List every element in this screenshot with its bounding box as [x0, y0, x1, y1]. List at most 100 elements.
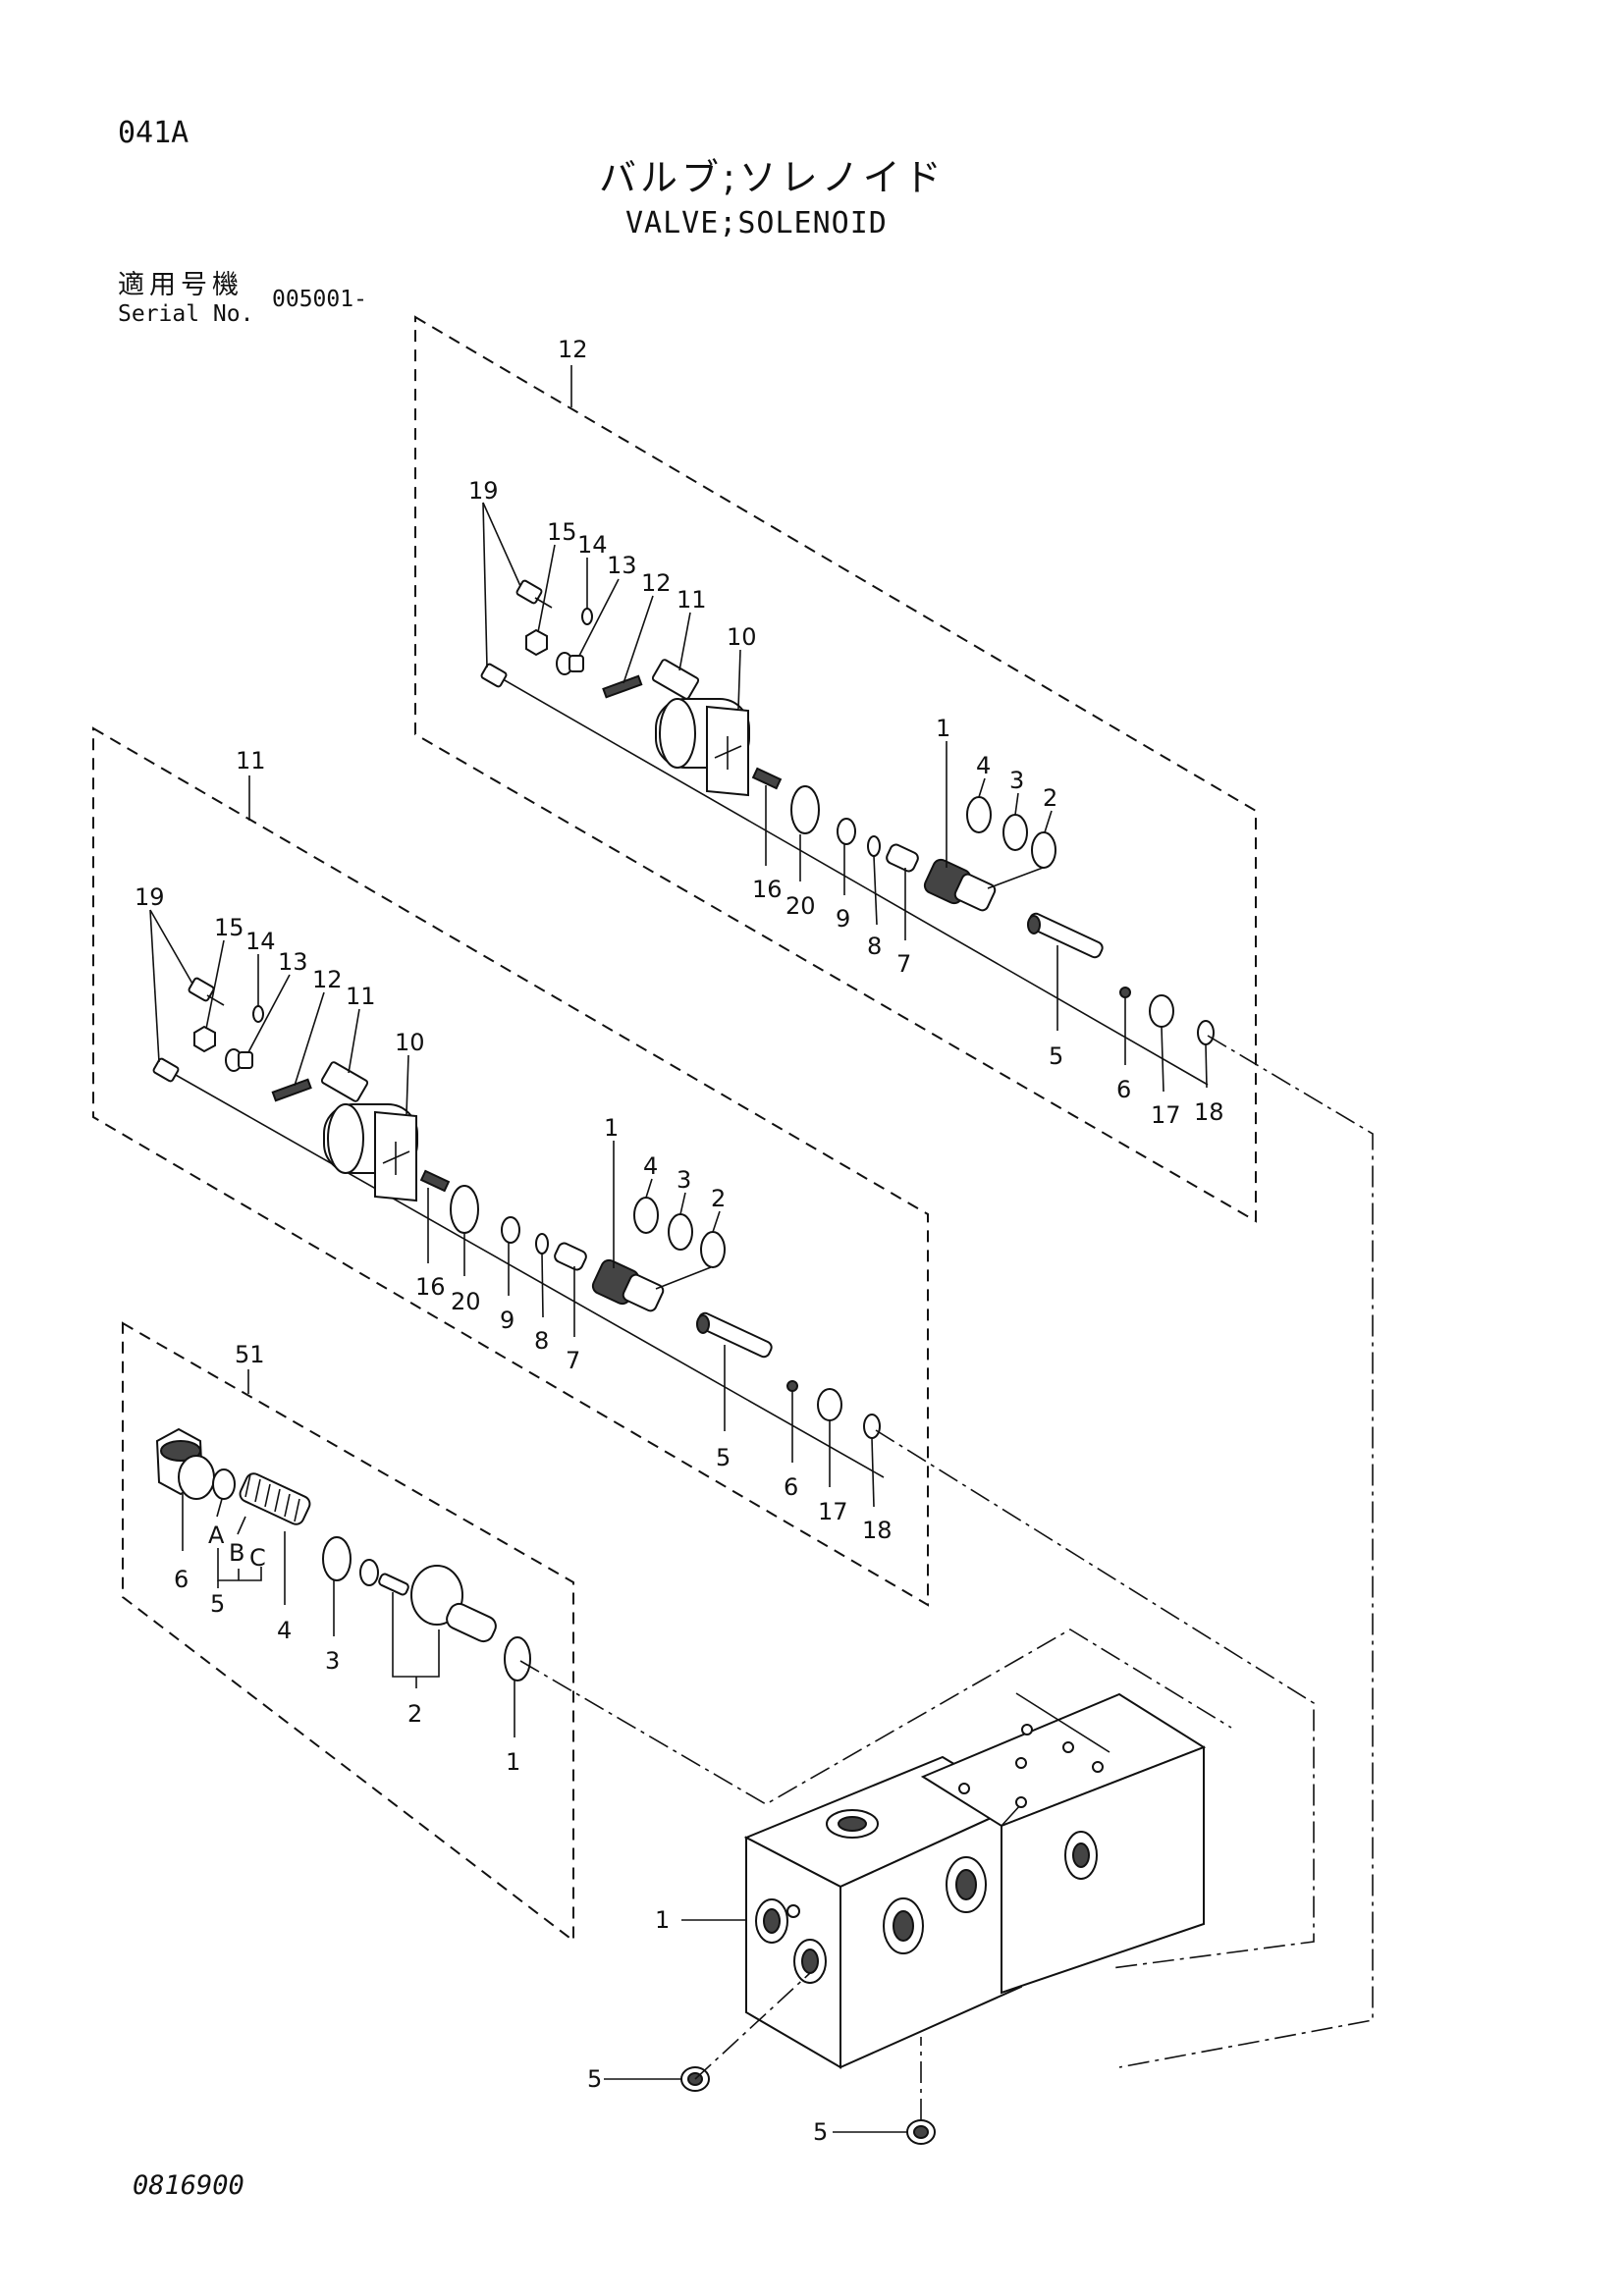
spool-5 [1027, 912, 1104, 959]
oring-2 [1031, 831, 1056, 869]
snap-ring-18 [1197, 1020, 1215, 1045]
body-label-5-left: 5 [587, 2065, 602, 2093]
group-12-boundary [414, 315, 1257, 1223]
label-6: 6 [174, 1566, 189, 1593]
group-51-number: 51 [235, 1341, 265, 1368]
valve-body: 1 5 5 [587, 1692, 1207, 2146]
washer-9 [501, 1216, 520, 1244]
label-7: 7 [566, 1347, 580, 1374]
label-4: 4 [976, 752, 991, 779]
label-c: C [249, 1544, 266, 1572]
leader-19-a [482, 502, 521, 587]
label-18: 18 [862, 1517, 893, 1544]
label-14: 14 [245, 928, 276, 955]
ring-8 [867, 835, 881, 857]
label-10: 10 [727, 623, 757, 651]
page-code: 041A [118, 116, 189, 150]
sleeve-1 [591, 1258, 665, 1312]
washer-a [212, 1468, 236, 1500]
label-16: 16 [752, 876, 783, 903]
group-12-number: 12 [558, 336, 588, 363]
spring-16 [751, 767, 783, 790]
label-a: A [208, 1522, 225, 1549]
assembly-group-12: 12 19 15 14 13 12 [414, 315, 1257, 1223]
label-4: 4 [277, 1617, 292, 1644]
body-label-1: 1 [655, 1906, 670, 1934]
label-11: 11 [677, 586, 707, 614]
block-side-right [1001, 1745, 1205, 1995]
label-12: 12 [312, 966, 343, 993]
ball-6 [786, 1380, 798, 1392]
spool-5 [696, 1311, 773, 1359]
connect-plug-left [694, 1972, 811, 2080]
serial-label-japanese: 適用号機 [118, 270, 244, 300]
knob-13 [556, 652, 584, 675]
label-18: 18 [1194, 1098, 1224, 1126]
label-17: 17 [1151, 1101, 1181, 1129]
label-13: 13 [278, 948, 308, 976]
label-19: 19 [135, 883, 165, 911]
label-15: 15 [547, 518, 577, 546]
leader-19-b [482, 502, 488, 668]
oring-3 [668, 1213, 693, 1251]
plug-5-bottom [906, 2119, 936, 2145]
plug-6 [155, 1427, 215, 1500]
label-6: 6 [784, 1473, 798, 1501]
bolt-19-b [480, 663, 508, 688]
group-11-axis [166, 1069, 885, 1478]
label-19: 19 [468, 477, 499, 505]
serial-label-english: Serial No. [118, 301, 254, 327]
label-3: 3 [325, 1647, 340, 1675]
nut-15 [193, 1025, 216, 1053]
label-10: 10 [395, 1029, 425, 1056]
title-english: VALVE;SOLENOID [625, 206, 888, 240]
label-16: 16 [415, 1273, 446, 1301]
ball-6 [1119, 987, 1131, 998]
label-9: 9 [500, 1307, 514, 1334]
spring-b-coils [244, 1473, 300, 1522]
oring-4 [633, 1197, 659, 1234]
label-17: 17 [818, 1498, 848, 1525]
label-2: 2 [407, 1700, 422, 1728]
washer-17 [817, 1388, 842, 1421]
oring-1 [504, 1636, 531, 1682]
serial-number-value: 005001- [272, 287, 367, 312]
label-14: 14 [577, 531, 608, 559]
spring-7 [554, 1242, 587, 1271]
solenoid-coil-10 [323, 1103, 418, 1202]
oring-2 [700, 1231, 726, 1268]
label-7: 7 [896, 950, 911, 978]
group-12-axis [490, 671, 1209, 1086]
bolt-19-a [188, 977, 225, 1006]
ring-8 [535, 1233, 549, 1255]
label-1: 1 [604, 1114, 619, 1142]
connector-11 [651, 659, 700, 700]
oring-4 [966, 796, 992, 833]
label-2: 2 [1043, 784, 1057, 812]
oring-3 [1002, 814, 1028, 851]
leader-19-b [149, 909, 160, 1063]
bracket-abc [217, 1548, 262, 1581]
bolt-19-b [152, 1057, 180, 1083]
bolt-19-a [515, 579, 553, 609]
label-12: 12 [641, 569, 672, 597]
drawing-number: 0816900 [133, 2170, 244, 2201]
label-5: 5 [1049, 1042, 1063, 1070]
oring-14 [581, 608, 593, 625]
body-label-5-bottom: 5 [813, 2118, 828, 2146]
label-b: B [229, 1539, 244, 1567]
spring-16 [419, 1169, 451, 1193]
knob-13 [225, 1048, 253, 1072]
label-13: 13 [607, 552, 637, 579]
label-15: 15 [214, 914, 244, 941]
assembly-group-51: 51 6 A B C 5 4 [122, 1321, 574, 1944]
label-4: 4 [643, 1152, 658, 1180]
group-51-boundary [122, 1321, 574, 1944]
label-6: 6 [1116, 1076, 1131, 1103]
oring-20 [790, 785, 820, 834]
label-20: 20 [785, 892, 816, 920]
screw-12 [602, 674, 643, 699]
group-11-number: 11 [236, 747, 266, 774]
connect-group-11 [875, 1429, 1315, 1969]
